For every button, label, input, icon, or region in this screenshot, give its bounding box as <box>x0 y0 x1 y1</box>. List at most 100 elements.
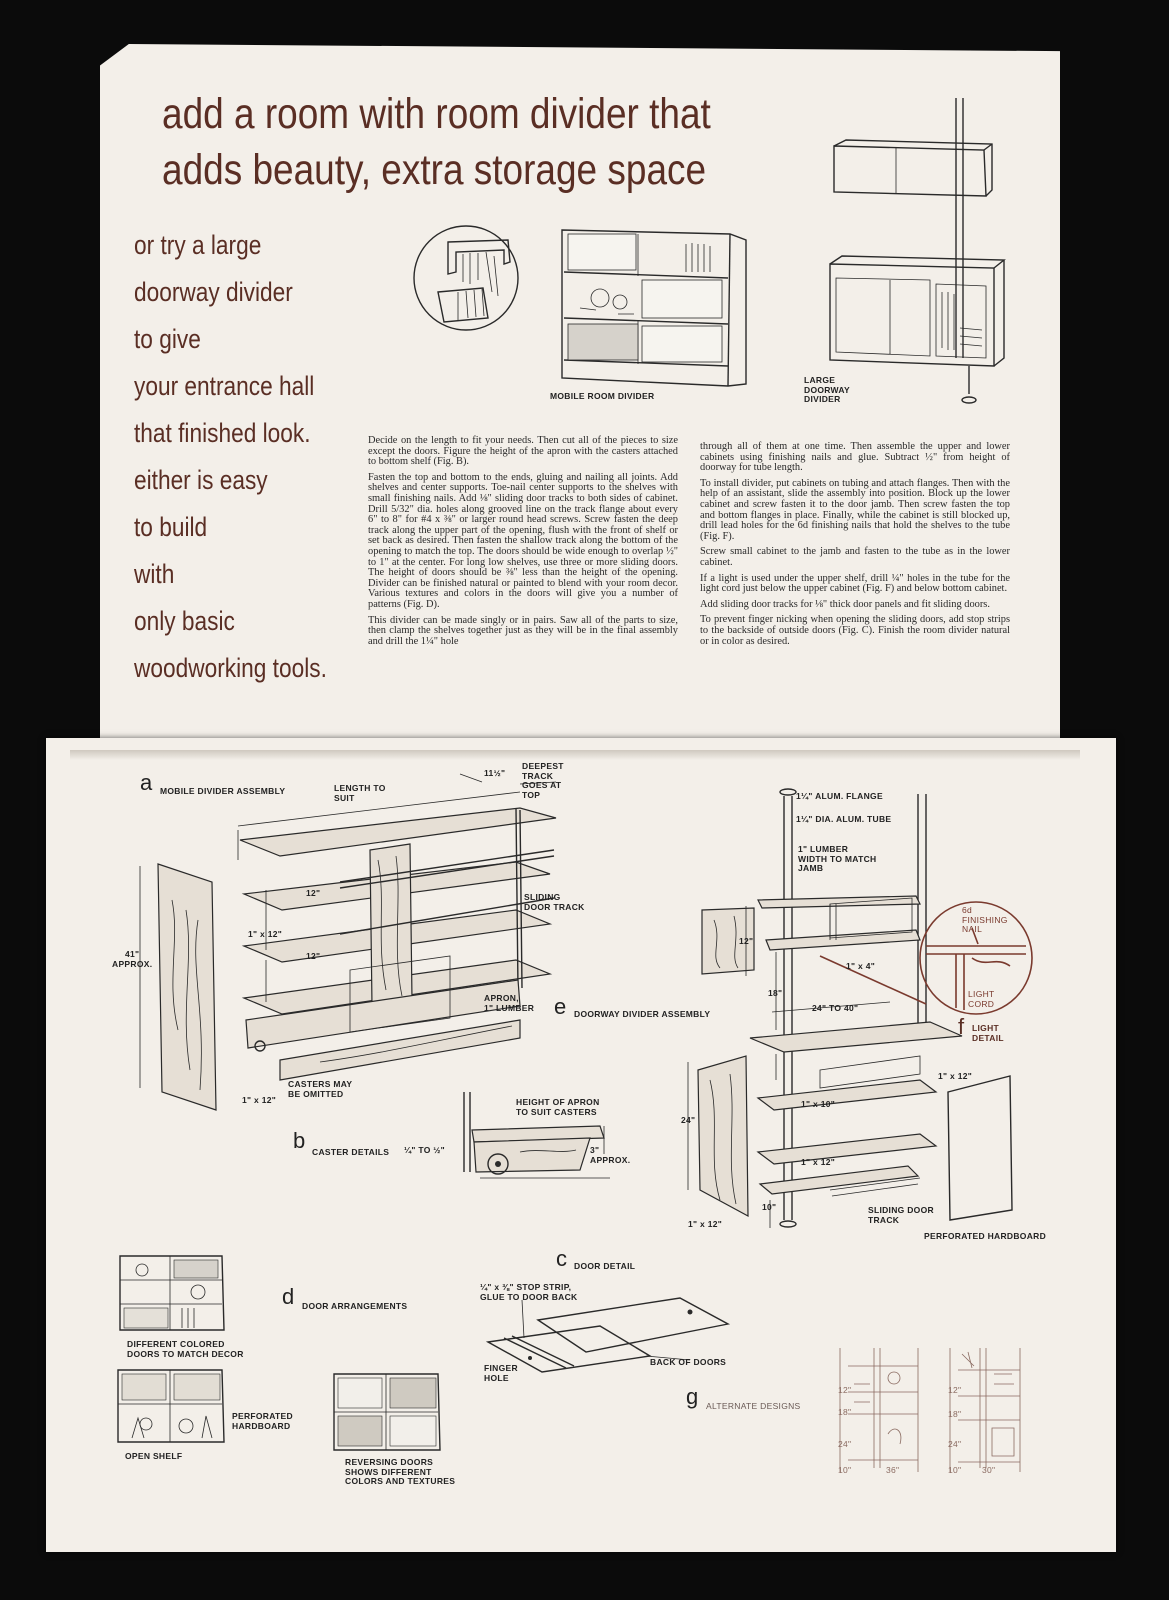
fig-e-flange-label: 1¼" ALUM. FLANGE <box>796 791 883 801</box>
fig-e-side-lumber-label: 1" x 12" <box>688 1219 723 1229</box>
instruction-paragraph: Fasten the top and bottom to the ends, g… <box>368 471 678 610</box>
instructions-right-column: through all of them at one time. Then as… <box>700 441 1010 652</box>
instruction-paragraph: To prevent finger nicking when opening t… <box>700 614 1010 647</box>
fig-g-dim-b: 18" <box>948 1409 962 1419</box>
instruction-paragraph: If a light is used under the upper shelf… <box>700 572 1010 595</box>
fig-g-title: ALTERNATE DESIGNS <box>706 1401 801 1411</box>
instruction-paragraph: through all of them at one time. Then as… <box>700 441 1010 474</box>
doorway-divider-assembly-drawing <box>687 788 1013 1228</box>
fig-e-gap-label: 18" <box>768 988 783 998</box>
fig-b-letter: b <box>293 1128 306 1153</box>
fig-c-stop-strip-label: ¼" x ⅜" STOP STRIP, GLUE TO DOOR BACK <box>480 1282 578 1302</box>
alternate-design-b <box>949 1348 1021 1472</box>
fig-e-base-height-label: 24" <box>681 1115 696 1125</box>
headline: add a room with room divider that adds b… <box>162 86 712 198</box>
fig-g-dim-b: 30" <box>982 1465 996 1475</box>
fig-d-colored-label: DIFFERENT COLORED DOORS TO MATCH DECOR <box>127 1339 244 1359</box>
side-text: or try a large doorway divider to give y… <box>134 222 327 692</box>
fig-e-base-lumber-b-label: 1" x 12" <box>801 1157 836 1167</box>
fig-b-title: CASTER DETAILS <box>312 1147 390 1157</box>
fig-e-tube-label: 1¼" DIA. ALUM. TUBE <box>796 814 892 824</box>
fig-e-title: DOORWAY DIVIDER ASSEMBLY <box>574 1009 711 1019</box>
fig-a-casters-label: CASTERS MAY BE OMITTED <box>288 1079 353 1099</box>
fig-e-hardboard-label: PERFORATED HARDBOARD <box>924 1231 1047 1241</box>
side-line: either is easy <box>134 465 268 495</box>
fig-e-lumber-label: 1" LUMBER WIDTH TO MATCH JAMB <box>798 844 877 873</box>
fig-a-lumber-label: 1" x 12" <box>248 929 283 939</box>
fig-a-apron-label: APRON, 1" LUMBER <box>484 993 535 1013</box>
side-line: your entrance hall <box>134 371 315 401</box>
instruction-paragraph: Add sliding door tracks for ⅛" thick doo… <box>700 598 990 610</box>
reversing-doors-cabinet <box>333 1373 441 1451</box>
fig-e-letter: e <box>554 994 567 1019</box>
instruction-paragraph: Screw small cabinet to the jamb and fast… <box>700 546 1010 568</box>
fig-a-height-label: 41" APPROX. <box>112 949 153 969</box>
side-line: or try a large <box>134 230 262 260</box>
fig-e-base-lumber-a-label: 1" x 10" <box>801 1099 836 1109</box>
fig-g-dim-b: 12" <box>948 1385 962 1395</box>
fig-g-dim-a: 36" <box>886 1465 900 1475</box>
headline-line-1: add a room with room divider that <box>162 90 711 138</box>
fig-g-dim-a: 12" <box>838 1385 852 1395</box>
fig-a-shelf-gap-1: 12" <box>306 888 321 898</box>
side-line: that finished look. <box>134 418 311 448</box>
fig-f-cord-label: LIGHT CORD <box>968 989 995 1009</box>
large-doorway-divider-caption: LARGE DOORWAY DIVIDER <box>804 375 851 404</box>
side-line: to give <box>134 324 201 354</box>
fig-g-letter: g <box>686 1384 699 1409</box>
fig-g-dim-b: 10" <box>948 1465 962 1475</box>
side-line: to build <box>134 512 208 542</box>
fig-c-letter: c <box>556 1246 567 1271</box>
mobile-room-divider-illustration <box>561 229 747 387</box>
fig-g-dim-b: 24" <box>948 1439 962 1449</box>
caster-detail-drawing <box>463 1092 610 1179</box>
side-line: woodworking tools. <box>134 653 327 683</box>
fig-f-nail-label: 6d FINISHING NAIL <box>962 905 1008 934</box>
fig-g-dim-a: 24" <box>838 1439 852 1449</box>
fig-a-depth-label: 11½" <box>484 768 506 778</box>
open-shelf-cabinet <box>117 1369 225 1443</box>
side-line: with <box>134 559 175 589</box>
fig-g-dim-a: 18" <box>838 1407 852 1417</box>
fig-c-back-of-doors-label: BACK OF DOORS <box>650 1357 727 1367</box>
instructions-left-column: Decide on the length to fit your needs. … <box>368 435 678 652</box>
fig-a-length-label: LENGTH TO SUIT <box>334 783 386 803</box>
fig-a-sliding-track-label: SLIDING DOOR TRACK <box>524 892 585 912</box>
large-doorway-divider-illustration <box>829 98 1006 404</box>
alternate-design-a <box>839 1348 919 1472</box>
fig-e-width-label: 24" TO 40" <box>812 1003 859 1013</box>
fig-b-apron-label: HEIGHT OF APRON TO SUIT CASTERS <box>516 1097 600 1117</box>
fig-d-open-shelf-label: OPEN SHELF <box>125 1451 183 1461</box>
side-line: doorway divider <box>134 277 293 307</box>
fig-b-gap-label: ¼" TO ½" <box>404 1145 446 1155</box>
mobile-divider-assembly-drawing <box>139 773 557 1111</box>
light-detail-circle <box>919 901 1033 1015</box>
fig-e-track-label: SLIDING DOOR TRACK <box>868 1205 934 1225</box>
fig-g-dim-a: 10" <box>838 1465 852 1475</box>
fig-e-shelf-lumber-label: 1" x 4" <box>846 961 876 971</box>
fig-c-finger-hole-label: FINGER HOLE <box>484 1363 518 1383</box>
fig-a-deepest-track-label: DEEPEST TRACK GOES AT TOP <box>522 761 564 800</box>
side-line: only basic <box>134 606 235 636</box>
page-fold <box>70 750 1080 760</box>
fig-f-title: LIGHT DETAIL <box>972 1023 1004 1043</box>
fig-a-end-lumber-label: 1" x 12" <box>242 1095 277 1105</box>
instruction-paragraph: To install divider, put cabinets on tubi… <box>700 477 1010 542</box>
track-detail-illustration <box>413 225 519 331</box>
mobile-room-divider-caption: MOBILE ROOM DIVIDER <box>550 391 655 401</box>
fig-a-letter: a <box>140 770 153 795</box>
fig-e-corner-lumber-label: 1" x 12" <box>938 1071 973 1081</box>
fig-d-perforated-label: PERFORATED HARDBOARD <box>232 1411 293 1431</box>
door-detail-drawing <box>485 1297 731 1373</box>
fig-e-leg-label: 10" <box>762 1202 777 1212</box>
headline-line-2: adds beauty, extra storage space <box>162 146 707 194</box>
fig-d-title: DOOR ARRANGEMENTS <box>302 1301 408 1311</box>
instruction-paragraph: Decide on the length to fit your needs. … <box>368 435 678 468</box>
fig-f-letter: f <box>958 1014 965 1039</box>
instruction-paragraph: This divider can be made singly or in pa… <box>368 614 678 647</box>
colored-doors-cabinet <box>119 1255 225 1331</box>
fig-d-letter: d <box>282 1284 295 1309</box>
fig-b-approx-label: 3" APPROX. <box>590 1145 631 1165</box>
fig-a-shelf-gap-2: 12" <box>306 951 321 961</box>
fig-e-upper-height-label: 12" <box>739 936 754 946</box>
